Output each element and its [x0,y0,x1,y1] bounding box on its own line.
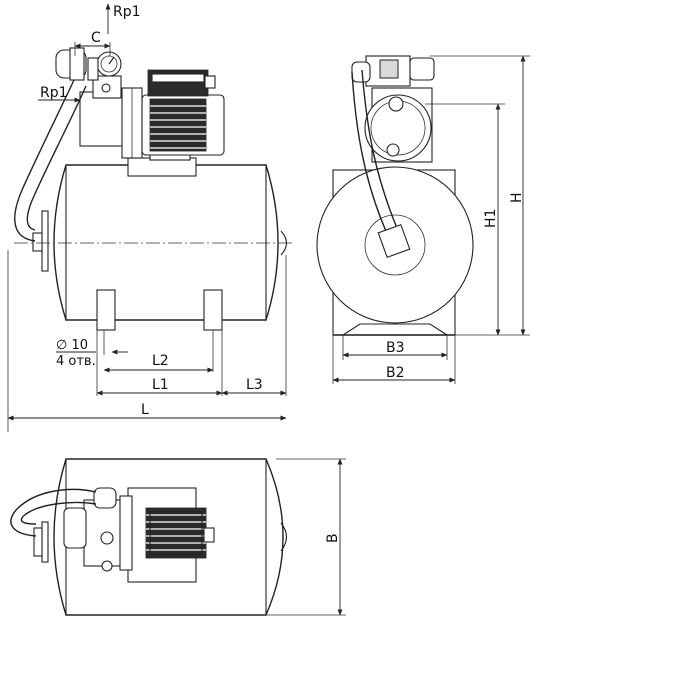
label-rp1-top: Rp1 [113,4,141,20]
label-holes: 4 отв. [56,354,96,369]
label-l2: L2 [152,353,169,369]
front-view [7,3,292,432]
label-b2: B2 [386,365,405,381]
label-b: B [325,533,341,543]
hose-front [14,79,75,242]
label-l1: L1 [152,377,169,393]
label-l3: L3 [246,377,263,393]
tank-front [14,164,292,331]
pump-front [55,47,225,177]
label-h1: H1 [483,209,499,228]
top-view [10,458,346,616]
label-c: C [91,30,101,46]
label-h: H [509,192,525,203]
label-diameter: ∅ 10 [56,338,88,353]
label-l: L [141,402,149,418]
pump-side [351,55,435,163]
side-view [316,55,530,384]
front-dimensions [7,3,287,432]
label-rp1-side: Rp1 [40,85,68,101]
side-dimensions [332,55,530,384]
label-b3: B3 [386,340,405,356]
